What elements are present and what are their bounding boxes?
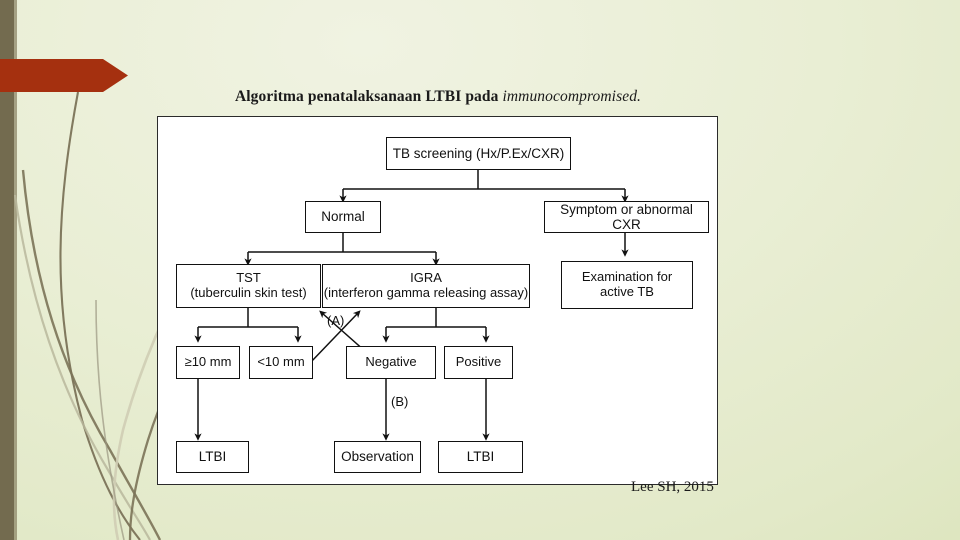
node-ltbi-left: LTBI	[176, 441, 249, 473]
title-italic-text: immunocompromised.	[502, 88, 642, 105]
node-tst-label-line1: TST	[236, 270, 261, 286]
node-normal: Normal	[305, 201, 381, 233]
node-ltbi-right: LTBI	[438, 441, 523, 473]
node-tst-lt-10mm-label: <10 mm	[257, 354, 305, 370]
node-ltbi-left-label: LTBI	[198, 449, 227, 465]
node-igra-negative: Negative	[346, 346, 436, 379]
left-olive-bar	[0, 0, 14, 540]
red-arrow-banner	[0, 59, 128, 92]
node-ltbi-right-label: LTBI	[466, 449, 495, 465]
node-tst-ge-10mm: ≥10 mm	[176, 346, 240, 379]
annotation-b-text: (B)	[391, 394, 409, 409]
annotation-b-label: (B)	[391, 394, 408, 409]
node-tst-ge-10mm-label: ≥10 mm	[184, 354, 232, 370]
node-observation-label: Observation	[341, 449, 414, 465]
node-tb-screening: TB screening (Hx/P.Ex/CXR)	[386, 137, 571, 170]
title-main-text: Algoritma penatalaksanaan LTBI pada	[234, 88, 503, 105]
annotation-a-text: (A)	[327, 313, 345, 328]
node-igra: IGRA (interferon gamma releasing assay)	[322, 264, 530, 308]
node-tst: TST (tuberculin skin test)	[176, 264, 321, 308]
node-tst-label-line2: (tuberculin skin test)	[190, 285, 307, 300]
citation-text: Lee SH, 2015	[631, 479, 714, 495]
page-title: Algoritma penatalaksanaan LTBI pada immu…	[157, 88, 719, 106]
figure-image-frame: TB screening (Hx/P.Ex/CXR) Normal Sympto…	[157, 116, 718, 485]
node-symptom-cxr: Symptom or abnormal CXR	[544, 201, 709, 233]
node-examination-active-tb: Examination for active TB	[561, 261, 693, 309]
node-igra-label-line1: IGRA	[410, 270, 442, 286]
node-symptom-cxr-label: Symptom or abnormal CXR	[560, 201, 693, 232]
node-normal-label: Normal	[321, 209, 365, 225]
annotation-a-label: (A)	[327, 313, 344, 328]
flowchart-diagram: TB screening (Hx/P.Ex/CXR) Normal Sympto…	[158, 117, 717, 484]
node-tst-lt-10mm: <10 mm	[249, 346, 313, 379]
node-igra-positive: Positive	[444, 346, 513, 379]
node-examination-label-line1: Examination for	[581, 269, 673, 285]
flowchart-connectors	[194, 170, 629, 441]
node-igra-label-line2: (interferon gamma releasing assay)	[323, 285, 529, 300]
node-igra-negative-label: Negative	[365, 354, 417, 370]
node-observation: Observation	[334, 441, 421, 473]
node-tb-screening-label: TB screening (Hx/P.Ex/CXR)	[392, 145, 565, 161]
node-examination-label-line2: active TB	[600, 284, 654, 299]
node-igra-positive-label: Positive	[455, 354, 502, 370]
